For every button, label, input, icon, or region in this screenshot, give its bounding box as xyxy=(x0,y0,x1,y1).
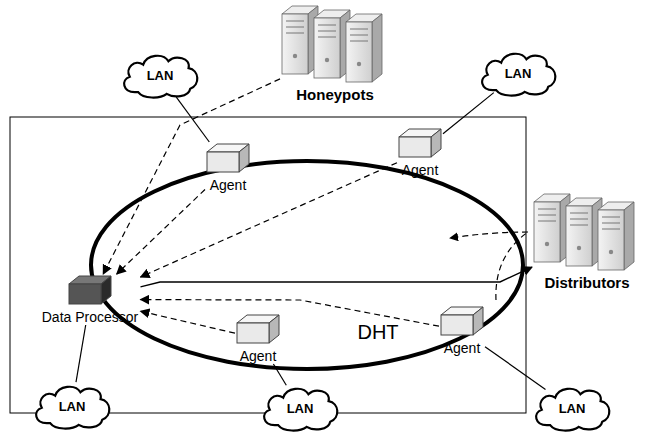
processor-icon xyxy=(67,274,113,306)
agent-icon xyxy=(397,127,443,159)
network-link xyxy=(176,97,209,142)
network-link xyxy=(485,347,546,390)
agent-box: Agent xyxy=(235,313,281,364)
icon-holder xyxy=(40,274,141,306)
icon-holder xyxy=(397,127,443,159)
lan-cloud: LAN xyxy=(30,382,114,430)
lan-label: LAN xyxy=(59,399,86,414)
node-label: Honeypots xyxy=(280,86,390,103)
network-link xyxy=(76,325,86,382)
icon-holder xyxy=(439,305,485,337)
agent-icon xyxy=(439,305,485,337)
distributor-servers: Distributors xyxy=(532,192,642,291)
icon-holder xyxy=(532,192,642,272)
agent-box: Agent xyxy=(397,127,443,178)
lan-label: LAN xyxy=(147,68,174,83)
agent-box: Agent xyxy=(439,305,485,356)
ring-label: DHT xyxy=(357,321,398,344)
dht-ring xyxy=(91,161,523,369)
distribution-arrow xyxy=(141,267,533,287)
agent-icon xyxy=(205,142,251,174)
node-label: Agent xyxy=(397,162,443,178)
network-link xyxy=(273,364,286,385)
dht-frame xyxy=(10,117,526,413)
lan-label: LAN xyxy=(287,401,314,416)
data-processor: Data Processor xyxy=(40,274,141,325)
agent-icon xyxy=(235,313,281,345)
network-link xyxy=(443,93,494,134)
data-flow-arrow xyxy=(103,79,280,274)
icon-holder xyxy=(280,4,390,84)
lan-cloud: LAN xyxy=(258,384,342,432)
agent-box: Agent xyxy=(205,142,251,193)
agent-feedback xyxy=(496,232,528,300)
data-flow-arrow xyxy=(141,311,236,333)
server-icon xyxy=(280,4,390,84)
data-flow-arrow xyxy=(117,190,205,275)
icon-holder xyxy=(235,313,281,345)
lan-label: LAN xyxy=(559,401,586,416)
lan-cloud: LAN xyxy=(476,49,560,97)
node-label: Agent xyxy=(205,177,251,193)
node-label: Agent xyxy=(235,348,281,364)
distributor-flow xyxy=(450,232,528,238)
lan-label: LAN xyxy=(505,66,532,81)
lan-cloud: LAN xyxy=(118,51,202,99)
node-label: Agent xyxy=(439,340,485,356)
data-flow-arrow xyxy=(141,163,398,277)
server-icon xyxy=(532,192,642,272)
lan-cloud: LAN xyxy=(530,384,614,432)
node-label: Data Processor xyxy=(40,309,141,325)
node-label: Distributors xyxy=(532,274,642,291)
honeypot-servers: Honeypots xyxy=(280,4,390,103)
icon-holder xyxy=(205,142,251,174)
